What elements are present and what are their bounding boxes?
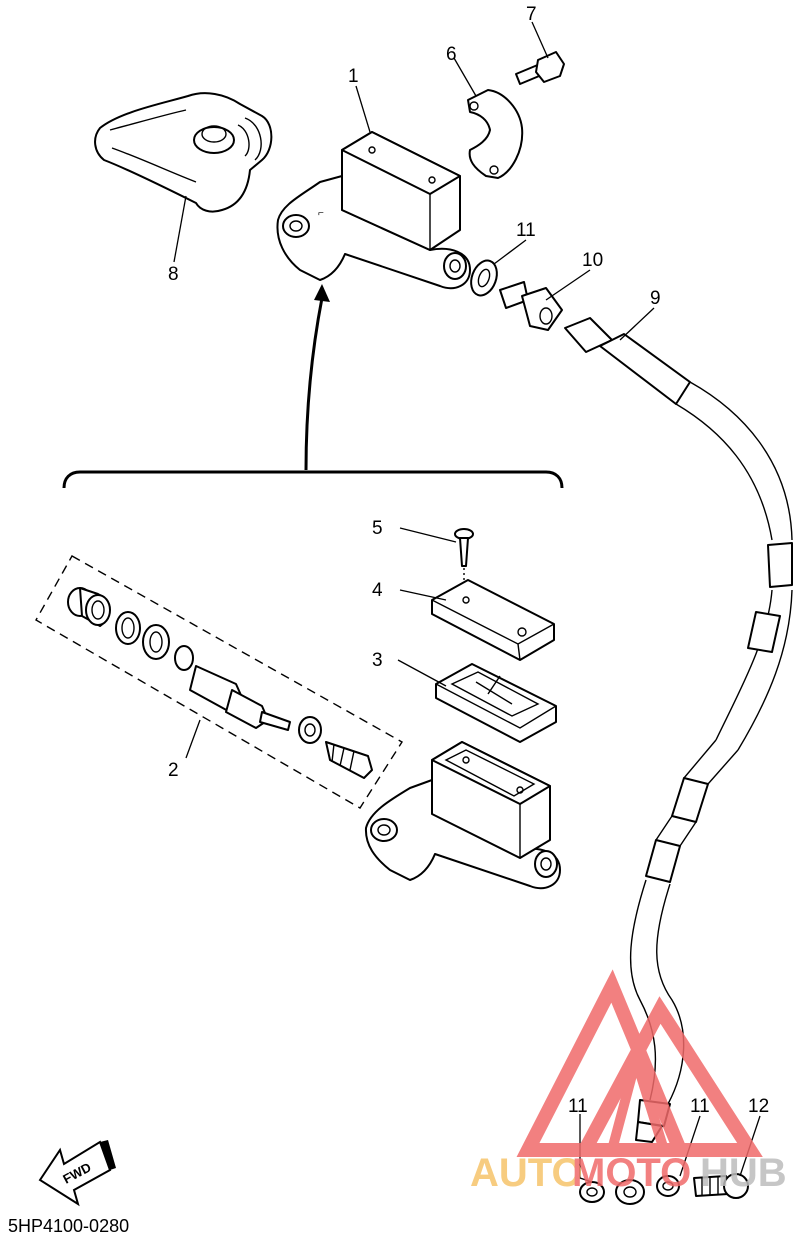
part-7-bolt (515, 51, 565, 85)
part-11-gasket-lower-b (615, 1179, 645, 1205)
callout-9: 9 (650, 288, 661, 309)
watermark-hub: HUB (700, 1151, 787, 1195)
svg-text:⌐: ⌐ (318, 208, 324, 219)
part-1-master-cylinder-body (364, 741, 561, 890)
callout-12: 12 (748, 1096, 769, 1117)
diagram-code: 5HP4100-0280 (8, 1216, 129, 1236)
watermark-text: AUTO MOTO HUB (470, 1151, 787, 1195)
leader-lines (173, 21, 761, 1183)
callout-8: 8 (168, 264, 179, 285)
part-11-gasket-lower-a (579, 1181, 605, 1203)
watermark-logo (516, 969, 763, 1157)
callout-11-upper: 11 (516, 220, 536, 241)
part-4-cap-plate (431, 579, 555, 661)
watermark-moto: MOTO (572, 1151, 691, 1195)
callout-labels: 1 8 6 7 11 10 9 5 4 3 2 11 11 12 (168, 4, 769, 1117)
part-10-union-bolt (499, 281, 563, 331)
callout-2: 2 (168, 760, 179, 781)
part-11-gasket-lower-c (656, 1175, 680, 1197)
callout-7: 7 (526, 4, 537, 25)
callout-3: 3 (372, 650, 383, 671)
part-3-diaphragm (435, 663, 557, 743)
part-12-union-bolt (693, 1173, 749, 1199)
part-6-holder-clamp (467, 89, 524, 179)
exploded-view-arrow (304, 284, 330, 471)
part-11-gasket-upper (470, 259, 498, 297)
part-8-lever-boot (94, 92, 273, 213)
callout-11-lower-a: 11 (568, 1096, 588, 1117)
callout-5: 5 (372, 518, 383, 539)
exploded-view-bracket (62, 470, 564, 489)
callout-4: 4 (372, 580, 383, 601)
fwd-arrow-icon: FWD (38, 1140, 116, 1207)
callout-6: 6 (446, 44, 457, 65)
callout-1: 1 (348, 66, 359, 87)
callout-11-lower-b: 11 (690, 1096, 710, 1117)
watermark-auto: AUTO (470, 1151, 583, 1195)
callout-10: 10 (582, 250, 603, 271)
part-2-cylinder-kit (35, 555, 403, 809)
part-1-master-cylinder: ⌐ (276, 131, 471, 290)
